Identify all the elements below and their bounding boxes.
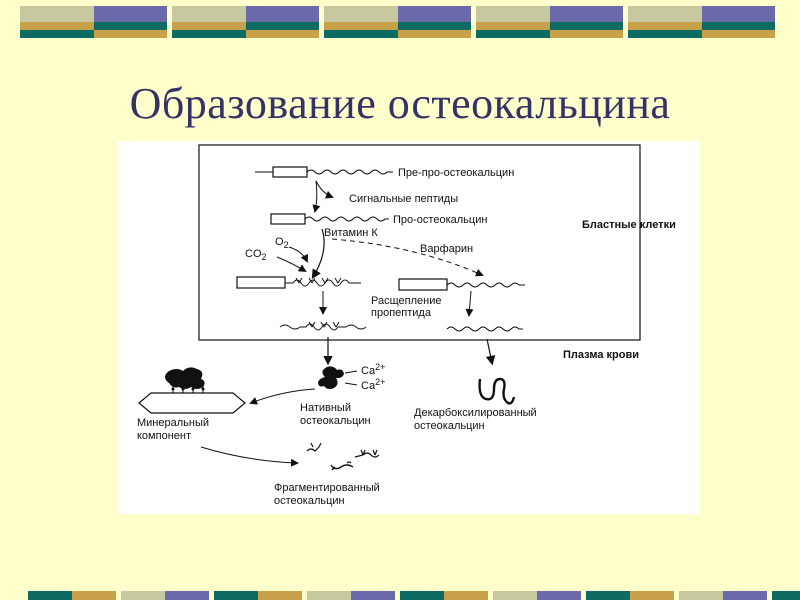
arrow-secretion-right: [485, 338, 496, 366]
arrow-o2-in: [288, 246, 308, 263]
label-decarb-2: остеокальцин: [414, 420, 485, 432]
label-pro: Про-остеокальцин: [393, 214, 487, 226]
label-co2: CO2: [245, 248, 267, 262]
label-vitamin-k: Витамин К: [324, 227, 378, 239]
peptide-chain: [304, 216, 389, 222]
osteocalcin-diagram: Пре-про-остеокальцин Сигнальные пептиды …: [117, 141, 700, 514]
top-decoration: [20, 6, 780, 38]
bound-osteocalcin-shape: [165, 367, 205, 389]
decarb-osteocalcin-shape: [478, 377, 516, 405]
gla-residues: [308, 321, 340, 328]
ca-dot: [171, 387, 175, 391]
peptide-chain-decarb: [446, 326, 523, 332]
arrow-co2-out: [276, 256, 307, 273]
arrow-carboxylation: [311, 228, 325, 280]
fragment-shape: [346, 461, 352, 464]
arrow-to-signal: [315, 180, 334, 199]
label-mineral-2: компонент: [137, 430, 191, 442]
propeptide-box: [398, 278, 448, 291]
arrow-down-right: [465, 290, 474, 317]
label-frag-2: остеокальцин: [274, 495, 345, 507]
peptide-chain-carboxylated: [285, 279, 361, 287]
label-warfarin: Варфарин: [420, 243, 473, 255]
deco-block: [400, 591, 488, 600]
deco-block: [172, 6, 319, 38]
deco-block: [121, 591, 209, 600]
native-osteocalcin-shape: [318, 366, 344, 390]
label-ca-1: Ca2+: [361, 362, 385, 377]
label-frag-1: Фрагментированный: [274, 482, 380, 494]
deco-block: [493, 591, 581, 600]
label-blast-cells: Бластные клетки: [582, 219, 676, 231]
arrow-down-1: [312, 180, 321, 213]
label-signal: Сигнальные пептиды: [349, 193, 458, 205]
deco-block: [476, 6, 623, 38]
deco-block: [214, 591, 302, 600]
bottom-decoration: [28, 591, 800, 600]
signal-peptide-box: [272, 166, 308, 178]
arrow-warfarin: [331, 238, 484, 277]
arrow-to-mineral: [249, 388, 316, 405]
arrow-to-fragmented: [200, 446, 299, 467]
label-native-1: Нативный: [300, 402, 351, 414]
label-decarb-1: Декарбоксилированный: [414, 407, 537, 419]
cell-boundary: [198, 144, 641, 341]
deco-block: [307, 591, 395, 600]
ca-bond: [344, 382, 358, 386]
label-native-2: остеокальцин: [300, 415, 371, 427]
ca-bond: [344, 370, 358, 374]
fragment-shape: [330, 464, 354, 471]
ca-dot: [181, 387, 185, 391]
mineral-crystal: [138, 392, 246, 414]
peptide-chain: [446, 282, 525, 288]
fragment-shape: [306, 442, 322, 452]
label-mineral-1: Минеральный: [137, 417, 209, 429]
fragment-shape: [354, 449, 380, 458]
peptide-chain: [306, 169, 393, 175]
gla-residues: [295, 277, 342, 284]
deco-block: [324, 6, 471, 38]
deco-block: [628, 6, 775, 38]
label-ca-2: Ca2+: [361, 377, 385, 392]
label-o2: O2: [275, 236, 289, 250]
label-prepro: Пре-про-остеокальцин: [398, 167, 514, 179]
slide-title: Образование остеокальцина: [129, 79, 671, 128]
propeptide-box: [236, 276, 286, 289]
diagram-canvas: Пре-про-остеокальцин Сигнальные пептиды …: [137, 144, 676, 507]
label-cleavage-1: Расщепление: [371, 295, 441, 307]
ca-dot: [201, 387, 205, 391]
deco-block: [28, 591, 116, 600]
deco-block: [20, 6, 167, 38]
deco-block: [679, 591, 767, 600]
propeptide-box: [270, 213, 306, 225]
label-cleavage-2: пропептида: [371, 307, 432, 319]
deco-block: [586, 591, 674, 600]
deco-block: [772, 591, 800, 600]
ca-dot: [191, 387, 195, 391]
label-plasma: Плазма крови: [563, 349, 639, 361]
peptide-chain-mature: [279, 323, 367, 331]
